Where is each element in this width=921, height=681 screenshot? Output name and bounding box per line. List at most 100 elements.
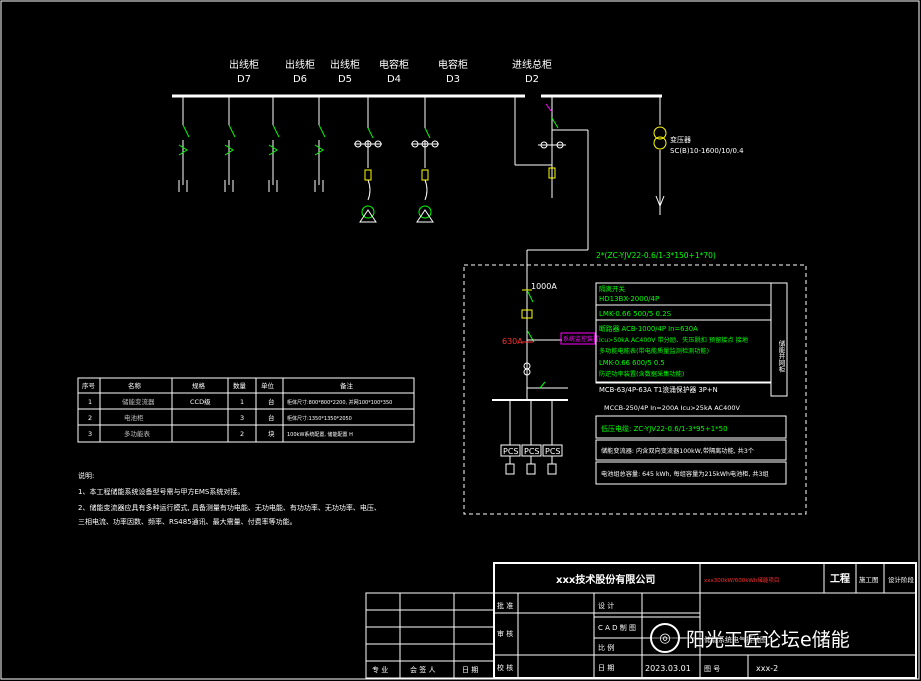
transformer-spec: SC(B)10-1600/10/0.4 (670, 147, 744, 155)
row-cad: C A D 制 图 (598, 623, 636, 632)
pcs-label-1: PCS (503, 447, 519, 456)
pcs-label-3: PCS (545, 447, 561, 456)
ess-spec-l7: LMK-0.66 600/5 0.5 (599, 359, 665, 367)
table-row3-unit: 块 (268, 429, 275, 438)
ess-spec-l6: 多功能电能表(带电能质量监测检测功能) (599, 347, 709, 355)
row-date: 日 期 (598, 664, 614, 672)
row-check: 校 核 (497, 663, 513, 672)
watermark: ◎ 阳光工匠论坛e储能 (650, 623, 850, 653)
project-label: 工程 (830, 572, 850, 585)
outgoing-feeders (178, 96, 326, 192)
monitor-device-label: 系统监控装置 (563, 335, 599, 343)
cabinet-code-d4: D4 (387, 74, 401, 85)
table-row2-no: 2 (88, 414, 92, 422)
incoming-cabinet (514, 96, 589, 250)
table-row1-no: 1 (88, 398, 92, 406)
table-header-spec: 规格 (192, 381, 206, 390)
project-name: xxx300kW/600kWh储能项目 (704, 576, 779, 584)
wechat-icon: ◎ (650, 623, 680, 653)
company-name: xxx技术股份有限公司 (556, 573, 655, 586)
drawing-title: 储能系统电气接线图 (704, 635, 767, 644)
row-design: 设 计 (598, 601, 614, 610)
table-row3-remark: 100kW系统配置, 储能配置 H (287, 431, 353, 438)
table-row1-unit: 台 (268, 397, 275, 406)
table-row1-spec: CCD级 (190, 397, 211, 406)
ess-spec-side: 储能并网柜 (777, 339, 785, 374)
cabinet-code-d3: D3 (446, 74, 460, 85)
transformer-label: 变压器 (670, 135, 691, 144)
table-header-qty: 数量 (233, 381, 247, 390)
pcs-group: PCS PCS PCS (500, 444, 563, 475)
sig-major: 专 业 (372, 665, 388, 674)
ess-spec-l1: 隔离开关 (599, 284, 626, 293)
table-row2-qty: 3 (240, 414, 244, 422)
ess-battery-note: 电池组总容量: 645 kWh, 每组容量为215kWh电池柜, 共3组 (601, 470, 769, 478)
table-row2-name: 电池柜 (124, 413, 144, 422)
row-approve: 批 准 (497, 601, 513, 610)
ess-spec-l4: 断路器 ACB-1000/4P In=630A (599, 324, 698, 333)
row-scale: 比 例 (598, 643, 614, 652)
cable-spec: 2*(ZC-YJV22-0.6/1-3*150+1*70) (596, 251, 716, 260)
row-review: 审 核 (497, 629, 513, 638)
ess-cabinet-box (463, 264, 807, 515)
capacitor-feeders (354, 96, 439, 223)
ess-spec-list: 隔离开关 HD13BX-2000/4P LMK-0.66 500/5 0.2S … (595, 282, 788, 412)
breaker-1000-label: 1000A (531, 282, 557, 291)
cabinet-name-d7: 出线柜 (229, 58, 259, 71)
table-header-no: 序号 (82, 381, 96, 390)
cabinet-name-d5: 出线柜 (330, 58, 360, 71)
drawing-no-label: 图 号 (704, 665, 720, 673)
date-value: 2023.03.01 (645, 664, 691, 673)
cabinet-code-d5: D5 (338, 74, 352, 85)
table-row1-name: 储能变流器 (122, 397, 155, 406)
battery-icon-3 (547, 463, 557, 475)
notes: 说明: 1、本工程储能系统设备型号需与甲方EMS系统对接。 2、储能变流器应具有… (78, 471, 381, 526)
table-row1-qty: 1 (240, 398, 244, 406)
table-row2-unit: 台 (268, 413, 275, 422)
ess-spec-l10: MCCB-250/4P In=200A Icu>25kA AC400V (604, 404, 740, 412)
equipment-table: 序号 名称 规格 数量 单位 备注 1 储能变流器 CCD级 1 台 柜体尺寸:… (77, 377, 415, 443)
ess-cable-spec: 低压电缆: ZC-YJV22-0.6/1-3*95+1*50 (601, 424, 728, 433)
ess-pcs-note: 储能变流器: 内含双向变流器100kW,带隔离功能, 共3个 (601, 447, 754, 455)
cabinet-name-d3: 电容柜 (438, 58, 468, 71)
sig-date: 日 期 (462, 666, 478, 674)
ess-spec-l8: 防逆功率装置(含数据采集功能) (599, 370, 684, 378)
pcs-label-2: PCS (524, 447, 540, 456)
ess-spec-l3: LMK-0.66 500/5 0.2S (599, 310, 672, 318)
watermark-text: 阳光工匠论坛e储能 (686, 628, 850, 651)
table-header-unit: 单位 (261, 381, 275, 390)
battery-icon-2 (526, 463, 536, 475)
cabinet-code-d6: D6 (293, 74, 307, 85)
sig-sign: 会 签 人 (410, 665, 435, 674)
table-header-name: 名称 (128, 381, 142, 390)
table-row3-qty: 2 (240, 430, 244, 438)
design-stage-label: 设计阶段 (888, 575, 915, 584)
cabinet-name-d2: 进线总柜 (512, 58, 552, 71)
notes-line3: 三相电流、功率因数、频率、RS485通讯、最大需量、付费率等功能。 (78, 517, 297, 526)
table-row3-no: 3 (88, 430, 92, 438)
title-block: xxx技术股份有限公司 xxx300kW/600kWh储能项目 工程 施工图 设… (493, 562, 917, 679)
cabinet-code-d2: D2 (525, 74, 539, 85)
breaker-630-label: 630A (502, 337, 523, 346)
ess-spec-l9: MCB-63/4P-63A T1浪涌保护器 3P+N (599, 385, 718, 394)
ess-spec-l5: Icu>50kA AC400V 带分励、失压脱扣 预留接点 接地 (599, 336, 748, 344)
cabinet-name-d4: 电容柜 (379, 58, 409, 71)
table-header-remark: 备注 (340, 381, 354, 390)
notes-line1: 1、本工程储能系统设备型号需与甲方EMS系统对接。 (78, 487, 244, 496)
stage-label: 施工图 (859, 575, 879, 584)
notes-line2: 2、储能变流器应具有多种运行模式, 具备测量有功电能、无功电能、有功功率、无功功… (78, 503, 381, 512)
battery-icon-1 (505, 463, 515, 475)
table-row3-name: 多功能表 (124, 429, 151, 438)
notes-title: 说明: (78, 471, 94, 480)
monitor-device-box (560, 332, 596, 345)
table-row1-remark: 柜体尺寸:800*800*2200, 并网100*100*350 (287, 399, 392, 406)
transformer-branch (653, 96, 667, 215)
cabinet-code-d7: D7 (237, 74, 251, 85)
ess-feeder (492, 268, 568, 445)
table-row2-remark: 柜体尺寸:1350*1350*2050 (287, 415, 352, 422)
cabinet-name-d6: 出线柜 (285, 58, 315, 71)
drawing-no-value: xxx-2 (756, 664, 778, 673)
signature-block: 专 业 会 签 人 日 期 (365, 592, 495, 679)
